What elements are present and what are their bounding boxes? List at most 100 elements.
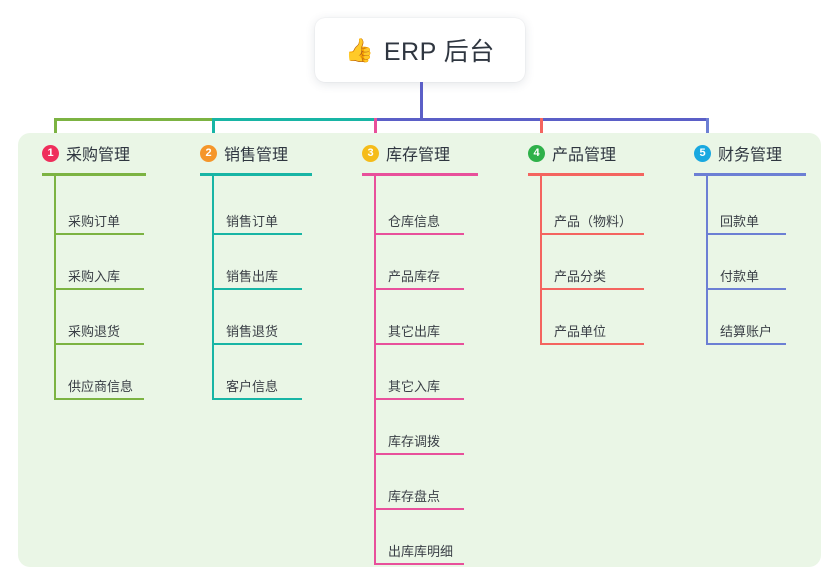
leaf-node[interactable]: 供应商信息 <box>54 372 144 400</box>
branch-underline <box>694 173 806 176</box>
leaf-node-label: 结算账户 <box>720 324 773 339</box>
branch-index-badge: 2 <box>200 144 217 162</box>
leaf-node-label: 供应商信息 <box>68 379 134 394</box>
leaf-node[interactable]: 销售退货 <box>212 317 302 345</box>
root-node-label: ERP 后台 <box>383 38 495 66</box>
leaf-node-underline <box>374 343 464 345</box>
leaf-node-underline <box>540 233 644 235</box>
leaf-node-label: 销售退货 <box>226 324 279 339</box>
leaf-node-underline <box>374 398 464 400</box>
branch-column-销售管理: 2 销售管理销售订单销售出库销售退货客户信息 <box>200 0 350 588</box>
branch-header-2[interactable]: 2 销售管理 <box>200 141 288 165</box>
branch-underline <box>200 173 312 176</box>
branch-column-产品管理: 4 产品管理产品（物料） 产品分类产品单位 <box>528 0 678 588</box>
leaf-node-label: 产品（物料） <box>554 214 633 229</box>
root-node-erp-backend[interactable]: 👍 ERP 后台 <box>315 18 525 82</box>
leaf-node-underline <box>54 343 144 345</box>
leaf-node-underline <box>374 288 464 290</box>
leaf-node-underline <box>706 343 786 345</box>
leaf-node-underline <box>212 288 302 290</box>
leaf-node[interactable]: 结算账户 <box>706 317 786 345</box>
leaf-node[interactable]: 产品（物料） <box>540 207 644 235</box>
branch-header-3[interactable]: 3 库存管理 <box>362 141 450 165</box>
branch-index-badge: 5 <box>694 144 711 162</box>
branch-title: 销售管理 <box>224 147 289 164</box>
bus-segment-2 <box>212 118 377 121</box>
branch-title: 财务管理 <box>718 147 783 164</box>
leaf-node-underline <box>212 233 302 235</box>
branch-spine <box>374 176 376 565</box>
leaf-node-label: 采购退货 <box>68 324 121 339</box>
branches-panel <box>18 133 821 567</box>
leaf-node-underline <box>374 508 464 510</box>
drop-connector-4 <box>540 118 543 143</box>
leaf-node[interactable]: 采购入库 <box>54 262 144 290</box>
leaf-node[interactable]: 出库库明细 <box>374 537 464 565</box>
branch-index-badge: 3 <box>362 144 379 162</box>
branch-spine <box>540 176 542 345</box>
leaf-node[interactable]: 客户信息 <box>212 372 302 400</box>
leaf-node[interactable]: 产品单位 <box>540 317 644 345</box>
leaf-node[interactable]: 销售出库 <box>212 262 302 290</box>
drop-connector-1 <box>54 118 57 143</box>
leaf-node[interactable]: 回款单 <box>706 207 786 235</box>
branch-index-badge: 4 <box>528 144 545 162</box>
leaf-node-underline <box>54 398 144 400</box>
leaf-node[interactable]: 库存调拨 <box>374 427 464 455</box>
branch-spine <box>706 176 708 345</box>
leaf-node-underline <box>212 398 302 400</box>
branch-underline <box>42 173 146 176</box>
branch-title: 产品管理 <box>552 147 617 164</box>
branch-title: 库存管理 <box>386 147 451 164</box>
leaf-node-label: 付款单 <box>720 269 760 284</box>
trunk-connector <box>420 82 423 121</box>
leaf-node[interactable]: 销售订单 <box>212 207 302 235</box>
leaf-node[interactable]: 仓库信息 <box>374 207 464 235</box>
leaf-node[interactable]: 其它出库 <box>374 317 464 345</box>
leaf-node[interactable]: 采购订单 <box>54 207 144 235</box>
drop-connector-5 <box>706 118 709 143</box>
leaf-node-label: 回款单 <box>720 214 760 229</box>
leaf-node[interactable]: 产品分类 <box>540 262 644 290</box>
leaf-node-label: 其它入库 <box>388 379 441 394</box>
bus-segment-4 <box>540 118 709 121</box>
leaf-node-label: 客户信息 <box>226 379 279 394</box>
leaf-node[interactable]: 付款单 <box>706 262 786 290</box>
leaf-node-label: 产品分类 <box>554 269 607 284</box>
leaf-node-underline <box>540 343 644 345</box>
leaf-node-label: 销售出库 <box>226 269 279 284</box>
leaf-node-underline <box>706 233 786 235</box>
thumbs-up-icon: 👍 <box>345 36 374 63</box>
leaf-node-label: 其它出库 <box>388 324 441 339</box>
leaf-node[interactable]: 其它入库 <box>374 372 464 400</box>
branch-header-4[interactable]: 4 产品管理 <box>528 141 616 165</box>
branch-underline <box>528 173 644 176</box>
branch-underline <box>362 173 478 176</box>
leaf-node[interactable]: 库存盘点 <box>374 482 464 510</box>
leaf-node-underline <box>212 343 302 345</box>
leaf-node-label: 出库库明细 <box>388 544 454 559</box>
drop-connector-3 <box>374 118 377 143</box>
leaf-node-label: 销售订单 <box>226 214 279 229</box>
leaf-node-underline <box>54 233 144 235</box>
bus-segment-1 <box>54 118 215 121</box>
drop-connector-2 <box>212 118 215 143</box>
branch-header-5[interactable]: 5 财务管理 <box>694 141 782 165</box>
branch-title: 采购管理 <box>66 147 131 164</box>
leaf-node-underline <box>374 563 464 565</box>
leaf-node-underline <box>374 233 464 235</box>
leaf-node-label: 采购订单 <box>68 214 121 229</box>
leaf-node-underline <box>540 288 644 290</box>
leaf-node-underline <box>706 288 786 290</box>
branch-column-财务管理: 5 财务管理回款单付款单结算账户 <box>694 0 839 588</box>
leaf-node-label: 产品库存 <box>388 269 441 284</box>
leaf-node-label: 采购入库 <box>68 269 121 284</box>
leaf-node[interactable]: 产品库存 <box>374 262 464 290</box>
leaf-node[interactable]: 采购退货 <box>54 317 144 345</box>
leaf-node-label: 库存盘点 <box>388 489 441 504</box>
bus-segment-3 <box>374 118 543 121</box>
leaf-node-label: 仓库信息 <box>388 214 441 229</box>
